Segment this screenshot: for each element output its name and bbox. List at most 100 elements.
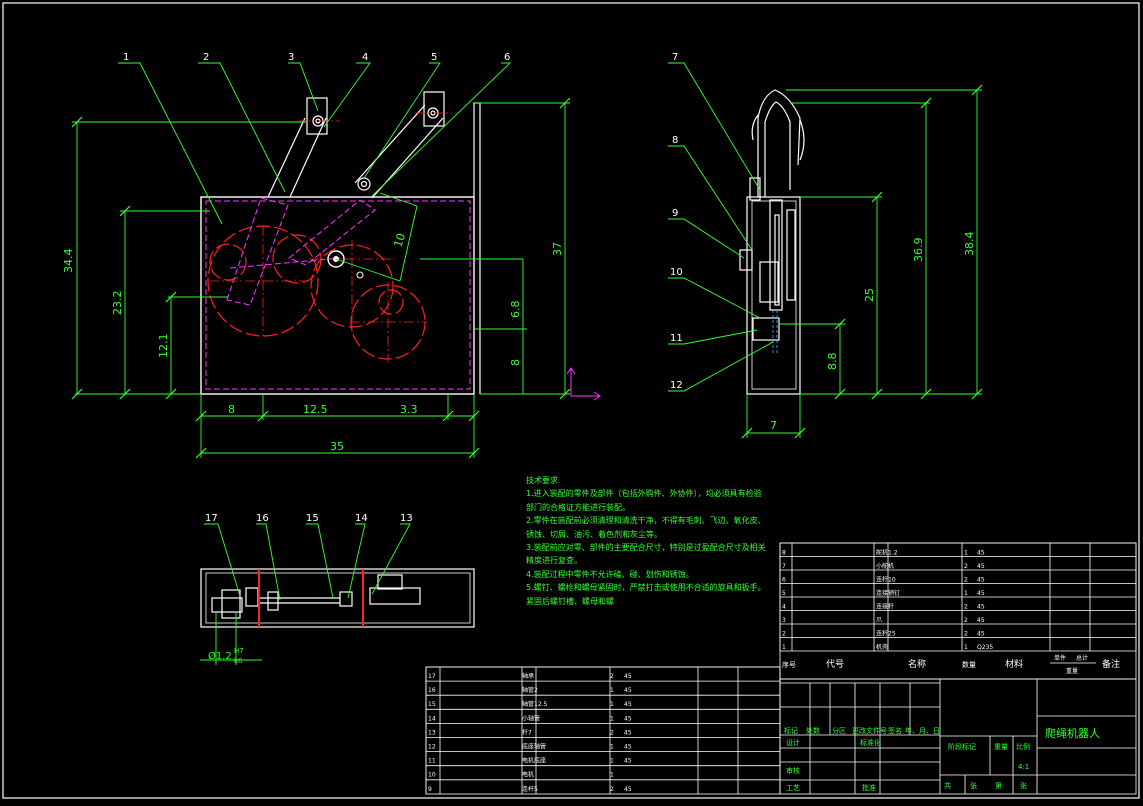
bom-upper-row-mat: 45 [977, 617, 985, 624]
callout-1: 1 [123, 52, 129, 63]
bom-upper-row-qty: 2 [964, 617, 968, 624]
notes-line-6: 精度进行复查。 [526, 556, 582, 566]
bom-upper-row-no: 8 [782, 550, 786, 557]
callout-12: 12 [670, 380, 683, 391]
tb-sheets-total: 共 [944, 781, 951, 790]
callout-17: 17 [205, 513, 218, 524]
callout-15: 15 [306, 513, 319, 524]
title-block-text: 标记 处数 分区 更改文件号 签名 年、月、日 设计 标准化 审核 工艺 批准 … [784, 726, 1100, 792]
bom-upper-row-qty: 1 [964, 644, 968, 651]
tb-standardize: 标准化 [860, 738, 881, 747]
upper-arm-left [267, 97, 328, 198]
bom-lower-row-name: 底座轴管 [522, 743, 546, 751]
bom-lower-row-name: 轴管2 [522, 686, 538, 694]
top-callout-labels: 17 16 15 14 13 [205, 513, 413, 524]
bom-header-code: 代号 [826, 659, 844, 670]
bom-upper-row-name: 连杆10 [876, 576, 896, 584]
fit-lower: k6 [234, 657, 243, 665]
callout-10: 10 [670, 267, 683, 278]
dim-radius: 10 [391, 232, 408, 249]
bom-upper-row-qty: 2 [964, 577, 968, 584]
bom-header-weight: 重量 [1066, 667, 1078, 675]
bom-upper-row-name: 连接销钉 [876, 589, 900, 597]
tb-scale: 比例 [1016, 742, 1030, 751]
bom-lower-row-name: 轴承 [522, 672, 534, 680]
tb-sheets-unit-b: 张 [1020, 781, 1027, 790]
callout-9: 9 [672, 208, 678, 219]
front-dimension-lines [72, 62, 570, 458]
callout-5: 5 [431, 52, 437, 63]
dim-side-height-b: 38.4 [963, 232, 976, 257]
notes-line-7: 4.装配过程中零件不允许磕、碰、划伤和锈蚀。 [526, 569, 694, 579]
dim-side-width: 7 [770, 419, 777, 432]
bom-upper-row-no: 1 [782, 644, 786, 651]
small-pin [356, 271, 364, 279]
bom-lower-row-no: 10 [428, 772, 436, 779]
rev-col-zone: 分区 [832, 726, 846, 735]
bom-lower-row-name: 连杆5 [522, 785, 538, 793]
bom-upper-row-mat: 45 [977, 590, 985, 597]
bom-upper-row-mat: 45 [977, 604, 985, 611]
dim-side-height-a: 36.9 [912, 238, 925, 263]
bom-lower-row-name: 轴管12.5 [522, 700, 548, 708]
bom-upper-row-name: 连接杆 [876, 603, 894, 611]
rev-col-doc: 更改文件号 [852, 726, 887, 735]
notes-line-2: 部门的合格证方能进行装配。 [526, 502, 630, 512]
housing-outline [200, 196, 475, 395]
dim-height-pivot: 23.2 [111, 291, 124, 316]
bom-upper-row-mat: 45 [977, 563, 985, 570]
callout-14: 14 [355, 513, 368, 524]
bom-lower-row-mat: 45 [624, 687, 632, 694]
dim-small-a: 6.8 [509, 301, 522, 319]
dim-bottom-a: 8 [228, 403, 235, 416]
top-dimension-lines [200, 523, 411, 665]
bom-upper-row-no: 6 [782, 577, 786, 584]
bom-lower-row-qty: 2 [610, 673, 614, 680]
dim-side-height-d: 8.8 [826, 353, 839, 371]
top-fit-dimension: Ø1.2 H7 k6 [208, 647, 244, 665]
hidden-linkage [226, 197, 376, 306]
callout-7: 7 [672, 52, 678, 63]
bom-lower-row-mat: 45 [624, 758, 632, 765]
callout-6: 6 [504, 52, 510, 63]
notes-line-5: 3.装配前应对零、部件的主要配合尺寸，特别是过盈配合尺寸及相关 [526, 543, 766, 553]
top-red-shaft [258, 569, 364, 627]
callout-8: 8 [672, 135, 678, 146]
tb-sheets-no: 第 [995, 781, 1002, 790]
bom-lower-row-no: 9 [428, 786, 432, 793]
dim-bottom-b: 12.5 [303, 403, 328, 416]
dim-side-height-c: 25 [863, 288, 876, 302]
bom-lower-row-qty: 1 [610, 715, 614, 722]
bom-header-name: 名称 [908, 658, 926, 670]
notes-line-4: 锈蚀、切屑、油污、着色剂和灰尘等。 [526, 529, 662, 539]
callout-13: 13 [400, 513, 413, 524]
drawing-title: 爬绳机器人 [1045, 726, 1100, 740]
dim-bottom-c: 3.3 [400, 403, 418, 416]
bom-lower-row-qty: 1 [610, 744, 614, 751]
upper-arm-right [354, 91, 445, 199]
bom-lower-row-mat: 45 [624, 786, 632, 793]
bom-upper-row-qty: 2 [964, 563, 968, 570]
callout-2: 2 [203, 52, 209, 63]
bom-lower-row-no: 11 [428, 758, 436, 765]
dimension-ticks [71, 97, 571, 459]
bom-header-no: 序号 [782, 660, 796, 669]
bom-lower-row-qty: 1 [610, 772, 614, 779]
tb-review: 审核 [786, 766, 800, 775]
bom-lower-row-name: 电机 [522, 771, 534, 779]
pivot-hub [327, 250, 345, 268]
bom-lower-row-mat: 45 [624, 701, 632, 708]
bom-lower-row-no: 15 [428, 701, 436, 708]
rev-col-mark: 标记 [784, 726, 798, 735]
bom-upper-row-name: 小舵机 [876, 562, 894, 570]
dim-small-b: 8 [509, 359, 522, 366]
bom-upper-row-mat: Q235 [977, 644, 993, 651]
front-callout-labels: 1 2 3 4 5 6 [123, 52, 510, 63]
bom-header-unit-weight: 单件 [1054, 654, 1066, 662]
bom-upper-row-qty: 1 [964, 590, 968, 597]
bom-upper-row-name: 爪 [876, 617, 882, 624]
dim-height-total: 34.4 [62, 249, 75, 274]
tb-process: 工艺 [786, 784, 800, 792]
top-housing [200, 568, 475, 628]
